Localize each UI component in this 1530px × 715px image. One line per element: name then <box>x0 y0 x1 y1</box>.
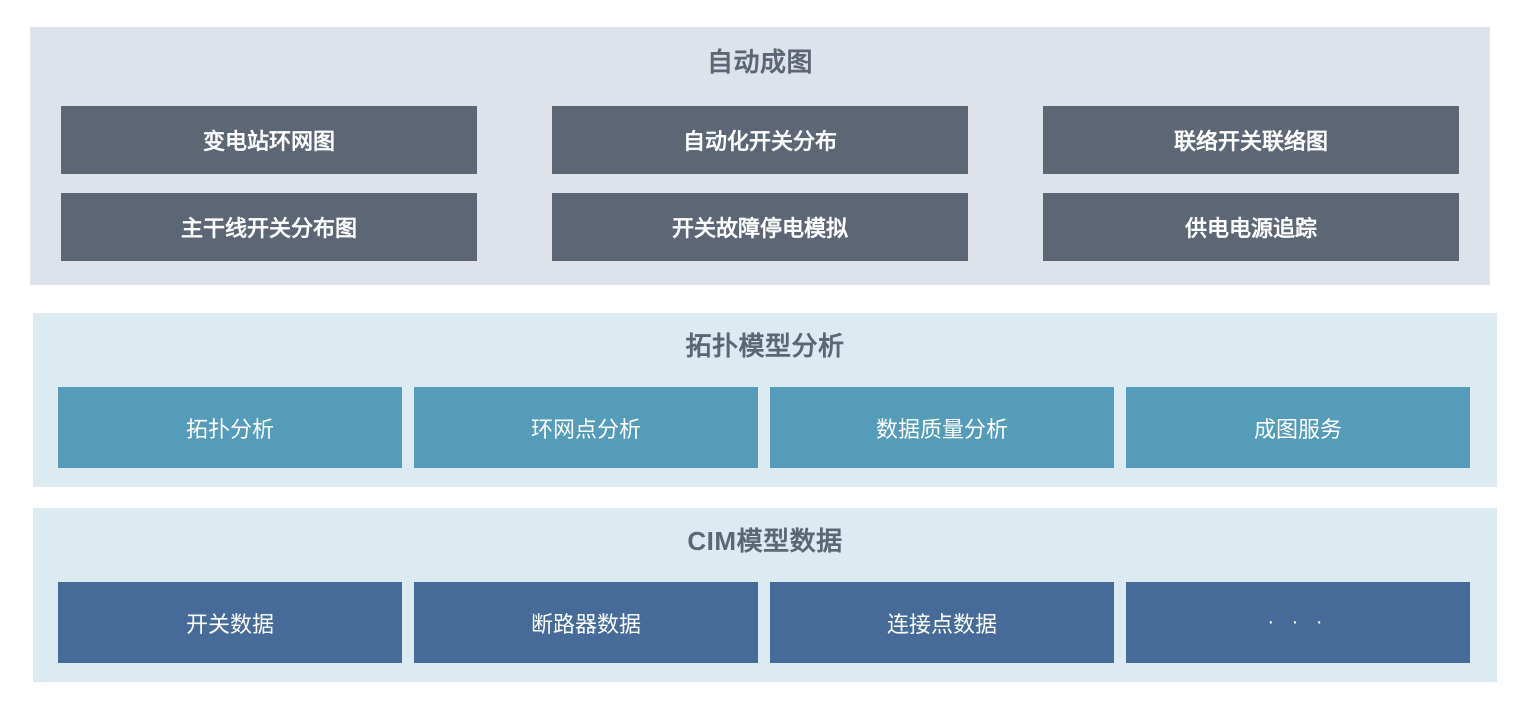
section-automap-row-1: 变电站环网图 自动化开关分布 联络开关联络图 <box>61 106 1459 174</box>
section-cim-model-data: CIM模型数据 开关数据 断路器数据 连接点数据 · · · <box>33 508 1497 682</box>
button-switch-fault-outage-simulation[interactable]: 开关故障停电模拟 <box>552 193 968 261</box>
section-automap-row-2: 主干线开关分布图 开关故障停电模拟 供电电源追踪 <box>61 193 1459 261</box>
section-topology-analysis-row-1: 拓扑分析 环网点分析 数据质量分析 成图服务 <box>58 387 1470 468</box>
button-more-data[interactable]: · · · <box>1126 582 1470 663</box>
button-tie-switch-connection-diagram[interactable]: 联络开关联络图 <box>1043 106 1459 174</box>
section-topology-analysis: 拓扑模型分析 拓扑分析 环网点分析 数据质量分析 成图服务 <box>33 313 1497 487</box>
button-switch-data[interactable]: 开关数据 <box>58 582 402 663</box>
button-topology-analysis[interactable]: 拓扑分析 <box>58 387 402 468</box>
button-circuit-breaker-data[interactable]: 断路器数据 <box>414 582 758 663</box>
button-mapping-service[interactable]: 成图服务 <box>1126 387 1470 468</box>
section-cim-model-data-title: CIM模型数据 <box>687 526 843 556</box>
button-automation-switch-distribution[interactable]: 自动化开关分布 <box>552 106 968 174</box>
section-automap-title: 自动成图 <box>706 47 813 77</box>
button-data-quality-analysis[interactable]: 数据质量分析 <box>770 387 1114 468</box>
section-cim-model-data-row-1: 开关数据 断路器数据 连接点数据 · · · <box>58 582 1470 663</box>
button-substation-ring-network-diagram[interactable]: 变电站环网图 <box>61 106 477 174</box>
button-ring-network-point-analysis[interactable]: 环网点分析 <box>414 387 758 468</box>
section-automap: 自动成图 变电站环网图 自动化开关分布 联络开关联络图 主干线开关分布图 开关故… <box>30 27 1490 285</box>
button-connectivity-node-data[interactable]: 连接点数据 <box>770 582 1114 663</box>
section-topology-analysis-title: 拓扑模型分析 <box>685 331 845 361</box>
button-trunk-line-switch-distribution-diagram[interactable]: 主干线开关分布图 <box>61 193 477 261</box>
button-power-supply-source-tracing[interactable]: 供电电源追踪 <box>1043 193 1459 261</box>
